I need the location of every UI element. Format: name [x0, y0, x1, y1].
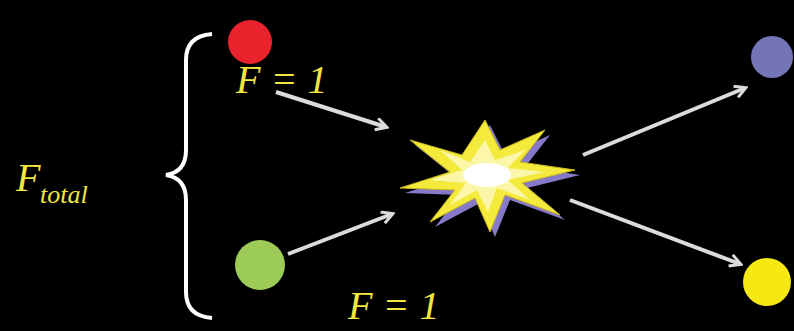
force-symbol: F [16, 158, 40, 198]
force-value: F = 1 [348, 286, 439, 326]
force-value: F = 1 [236, 60, 327, 100]
blue-particle [751, 36, 793, 78]
force-subscript: total [40, 182, 88, 208]
yellow-particle [743, 258, 791, 306]
incoming-arrow [288, 214, 392, 254]
green-particle [235, 240, 285, 290]
collision-burst [400, 120, 580, 237]
red-particle [228, 20, 272, 64]
outgoing-arrow [583, 88, 745, 155]
brace [166, 34, 212, 318]
outgoing-arrow [570, 200, 740, 264]
